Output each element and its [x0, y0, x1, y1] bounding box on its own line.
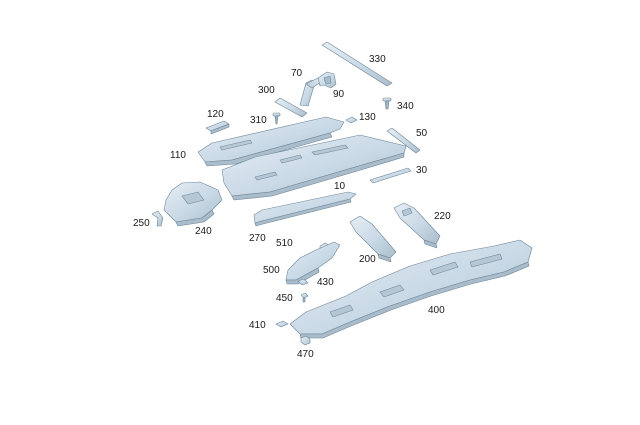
label-250[interactable]: 250 [133, 218, 150, 229]
label-410[interactable]: 410 [249, 320, 266, 331]
label-450[interactable]: 450 [276, 293, 293, 304]
part-130[interactable] [345, 116, 358, 124]
label-310[interactable]: 310 [250, 115, 267, 126]
label-340[interactable]: 340 [397, 101, 414, 112]
label-270[interactable]: 270 [249, 233, 266, 244]
label-10[interactable]: 10 [334, 181, 346, 192]
part-470[interactable] [300, 335, 311, 346]
part-410[interactable] [275, 320, 289, 328]
part-50[interactable] [386, 127, 421, 154]
part-340[interactable] [382, 97, 392, 110]
part-30[interactable] [369, 167, 412, 184]
part-120[interactable] [205, 120, 230, 135]
label-470[interactable]: 470 [297, 349, 314, 360]
label-300[interactable]: 300 [258, 85, 275, 96]
part-500[interactable] [285, 241, 341, 285]
part-200[interactable] [349, 215, 397, 263]
part-240[interactable] [163, 181, 223, 227]
label-50[interactable]: 50 [416, 128, 428, 139]
label-30[interactable]: 30 [416, 165, 428, 176]
label-330[interactable]: 330 [369, 54, 386, 65]
part-430[interactable] [297, 278, 309, 286]
part-110[interactable] [197, 116, 345, 167]
part-400[interactable] [289, 239, 533, 339]
part-270[interactable] [253, 191, 357, 227]
part-70[interactable] [299, 77, 322, 107]
label-70[interactable]: 70 [291, 68, 303, 79]
part-250[interactable] [151, 210, 164, 227]
part-10[interactable] [221, 134, 407, 201]
label-110[interactable]: 110 [170, 150, 186, 161]
label-240[interactable]: 240 [195, 226, 212, 237]
label-200[interactable]: 200 [359, 254, 376, 265]
part-220[interactable] [393, 202, 441, 249]
part-90[interactable] [317, 71, 337, 89]
label-220[interactable]: 220 [434, 211, 451, 222]
label-120[interactable]: 120 [207, 109, 224, 120]
part-310[interactable] [272, 112, 281, 125]
label-500[interactable]: 500 [263, 265, 280, 276]
part-450[interactable] [300, 292, 309, 303]
label-400[interactable]: 400 [428, 305, 445, 316]
label-510[interactable]: 510 [276, 238, 293, 249]
part-300[interactable] [274, 97, 308, 118]
part-330[interactable] [321, 41, 393, 87]
label-90[interactable]: 90 [333, 89, 345, 100]
label-130[interactable]: 130 [359, 112, 376, 123]
label-430[interactable]: 430 [317, 277, 334, 288]
